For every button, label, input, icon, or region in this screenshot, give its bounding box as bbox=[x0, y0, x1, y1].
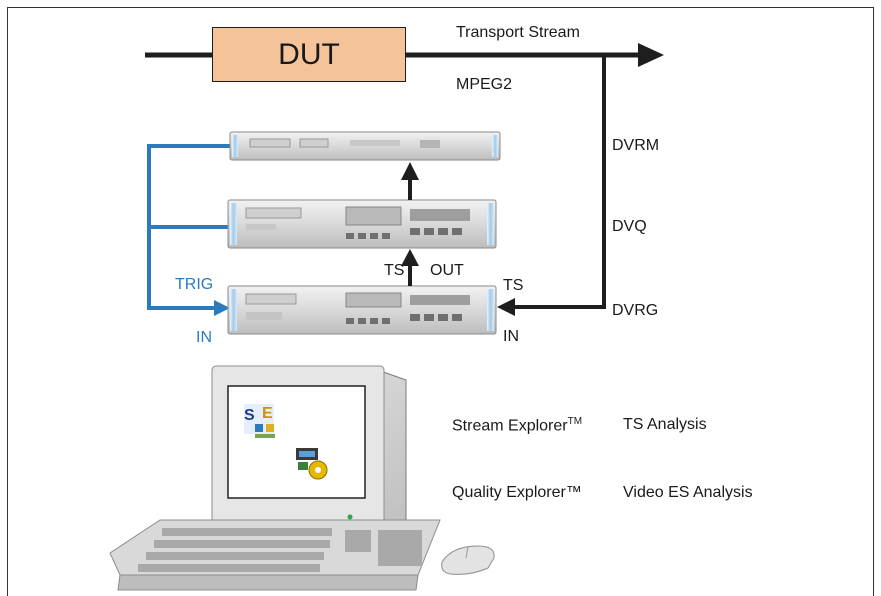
mpeg2-label: MPEG2 bbox=[456, 76, 513, 93]
ts-in-label: IN bbox=[503, 328, 519, 345]
trigger-line bbox=[147, 144, 232, 316]
dvrm-device bbox=[229, 131, 501, 161]
dut-label: DUT bbox=[278, 37, 340, 71]
trig-arrowhead bbox=[214, 300, 230, 316]
ts-in-ts-label: TS bbox=[503, 277, 524, 294]
computer-monitor: S E bbox=[211, 365, 407, 546]
stream-explorer-icon: S E bbox=[244, 404, 275, 438]
trig-label: TRIG bbox=[175, 276, 214, 293]
transport-stream-line bbox=[145, 43, 664, 67]
mouse bbox=[441, 545, 495, 575]
stream-explorer-name: Stream ExplorerTM bbox=[452, 416, 583, 435]
quality-explorer-tm: ™ bbox=[565, 484, 582, 501]
ts-out-ts-label: TS bbox=[384, 262, 405, 279]
dvq-label: DVQ bbox=[612, 218, 647, 235]
dvq-device bbox=[227, 199, 497, 249]
keyboard bbox=[109, 519, 441, 591]
svg-text:S: S bbox=[244, 407, 255, 424]
ts-out-label: OUT bbox=[430, 262, 464, 279]
svg-text:E: E bbox=[262, 405, 273, 422]
dvrm-label: DVRM bbox=[612, 137, 660, 154]
quality-explorer-function: Video ES Analysis bbox=[623, 484, 753, 501]
dvq-to-dvrm-arrow bbox=[401, 162, 419, 200]
ts-in-arrowhead bbox=[497, 298, 515, 316]
dvrg-device bbox=[227, 285, 497, 335]
dvrg-label: DVRG bbox=[612, 302, 659, 319]
dut-box: DUT bbox=[212, 27, 406, 82]
ts-feed-line bbox=[497, 55, 606, 316]
dvrg-to-dvq-arrow bbox=[401, 249, 419, 286]
trig-in-label: IN bbox=[196, 329, 212, 346]
stream-explorer-tm: TM bbox=[567, 416, 583, 427]
transport-stream-label: Transport Stream bbox=[456, 24, 580, 41]
output-arrowhead bbox=[638, 43, 664, 67]
quality-explorer-icon bbox=[296, 448, 328, 480]
stream-explorer-function: TS Analysis bbox=[623, 416, 707, 433]
quality-explorer-name: Quality Explorer™ bbox=[452, 484, 582, 501]
